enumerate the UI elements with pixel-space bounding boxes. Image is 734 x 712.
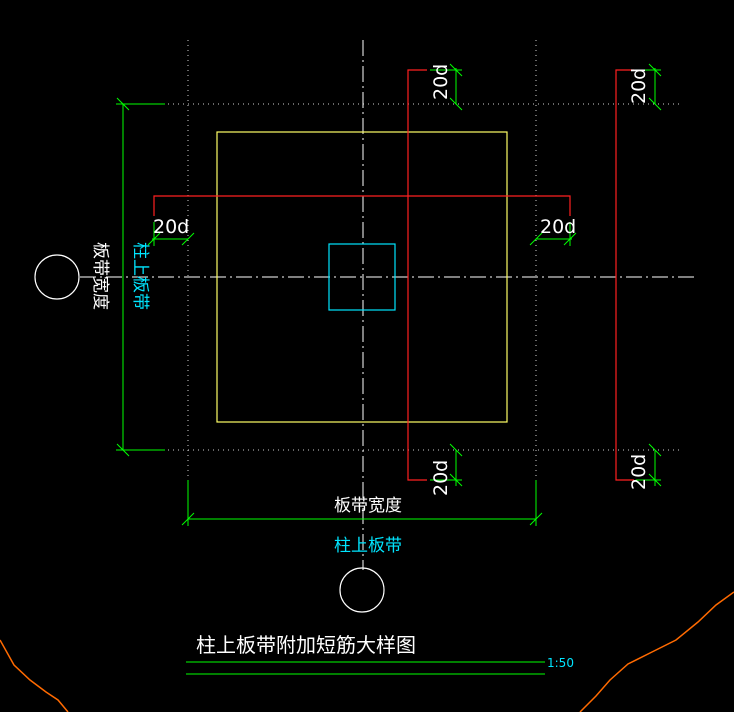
boundary-curve-right <box>579 591 734 712</box>
dim-text-right: 20d <box>540 216 576 238</box>
drawing-scale: 1:50 <box>547 656 574 670</box>
band-width-label-vertical: 板带宽度 <box>90 242 110 310</box>
drawing-title: 柱上板带附加短筋大样图 <box>196 633 416 657</box>
boundary-curves <box>0 591 734 712</box>
band-width-label: 板带宽度 <box>334 496 402 516</box>
rebar-horizontal <box>153 195 571 216</box>
column-section <box>328 243 396 311</box>
rebar-vertical-left <box>407 69 427 481</box>
dim-text-top-right: 20d <box>628 68 650 104</box>
column-strip-label: 柱上板带 <box>334 536 402 556</box>
axis-bubble-left <box>34 254 80 300</box>
center-axes <box>80 40 695 570</box>
band-boundary-lines <box>118 40 680 520</box>
dim-text-bottom-right: 20d <box>628 454 650 490</box>
column-strip-label-vertical: 柱上板带 <box>130 242 150 310</box>
dim-text-left: 20d <box>153 216 189 238</box>
dim-text-bottom-left: 20d <box>430 460 452 496</box>
additional-rebars <box>153 69 634 481</box>
dim-text-top-left: 20d <box>430 64 452 100</box>
rebar-vertical-right <box>615 69 634 481</box>
slab-outline <box>216 131 508 423</box>
dimension-lines <box>116 63 662 526</box>
axis-bubble-bottom <box>339 567 385 613</box>
boundary-curve-left <box>0 639 69 712</box>
title-underlines <box>186 661 545 675</box>
